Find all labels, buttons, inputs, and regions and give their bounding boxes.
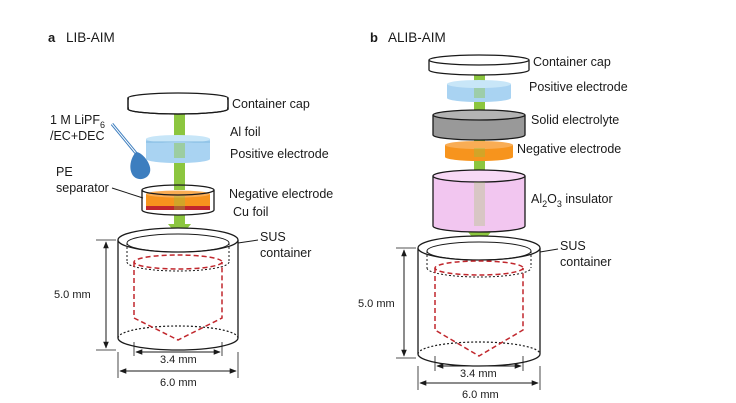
panel-a: a LIB-AIM Container cap Al foil Positive… [48,30,333,389]
panel-a-positive-electrode [146,135,210,163]
panel-b-insulator-sub1: 2 [542,199,547,209]
panel-b: b ALIB-AIM Container cap Positive electr… [358,30,628,401]
panel-b-container-cap [428,54,530,76]
panel-b-outer-label: 6.0 mm [462,389,499,401]
panel-a-sus-leader [237,239,259,244]
panel-a-outer-label: 6.0 mm [160,377,197,389]
panel-b-sus-container [417,235,541,367]
panel-b-height-dimension [396,247,416,359]
panel-a-electrolyte-dropper [110,123,151,180]
panel-a-sus-label-line2: container [260,246,311,260]
panel-a-height-dimension [96,239,116,351]
panel-b-solid-electrolyte [432,109,526,141]
panel-a-container-cap [127,92,229,115]
panel-b-positive-electrode [447,80,511,102]
panel-a-sus-label-line1: SUS [260,230,286,244]
panel-b-outer-dimension [417,366,541,390]
panel-b-solid-electrolyte-label: Solid electrolyte [531,113,619,127]
panel-a-sus-container [117,227,239,351]
panel-a-cu-foil-label: Cu foil [233,205,268,219]
panel-b-inner-label: 3.4 mm [460,368,497,380]
panel-b-insulator-sub2: 3 [557,199,562,209]
panel-b-insulator-label: Al2O3 insulator [531,192,613,209]
panel-a-letter: a [48,30,56,45]
panel-a-pe-separator-leader [111,187,144,199]
panel-b-sus-label-line2: container [560,255,611,269]
panel-b-positive-electrode-label: Positive electrode [529,80,628,94]
panel-a-pe-label-line1: PE [56,165,73,179]
panel-a-assembly-arrow [168,106,191,238]
panel-a-container-cap-label: Container cap [232,97,310,111]
panel-b-title: ALIB-AIM [388,30,446,45]
panel-b-height-label: 5.0 mm [358,298,395,310]
panel-b-sus-leader [539,248,559,253]
panel-b-inner-dimension [434,356,524,371]
panel-a-outer-dimension [117,352,239,378]
panel-a-inner-dimension [133,342,223,356]
panel-a-electrolyte-label-line2: /EC+DEC [50,129,105,143]
panel-a-pe-label-line2: separator [56,181,109,195]
panel-a-inner-label: 3.4 mm [160,354,197,366]
panel-a-positive-electrode-label: Positive electrode [230,147,329,161]
panel-b-container-cap-label: Container cap [533,55,611,69]
panel-a-negative-electrode-cup [141,184,215,216]
panel-b-negative-electrode-label: Negative electrode [517,142,621,156]
panel-b-sus-label-line1: SUS [560,239,586,253]
panel-a-electrolyte-subscript: 6 [100,120,105,130]
panel-b-negative-electrode [445,141,513,161]
panel-a-al-foil-label: Al foil [230,125,261,139]
panel-b-insulator [432,169,526,233]
panel-a-height-label: 5.0 mm [54,289,91,301]
panel-a-negative-electrode-label: Negative electrode [229,187,333,201]
panel-b-letter: b [370,30,378,45]
panel-a-electrolyte-label-line1: 1 M LiPF6 [50,113,105,130]
panel-a-title: LIB-AIM [66,30,115,45]
